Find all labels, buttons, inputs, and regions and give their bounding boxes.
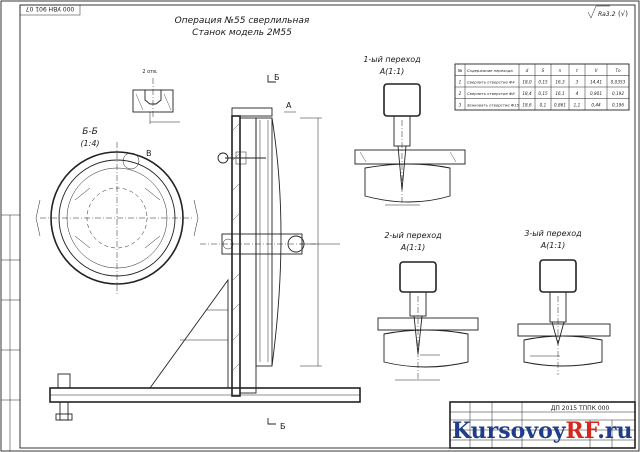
table-cell: 0,15 [538,91,548,96]
watermark-brand-a: Kursovoy [452,418,567,444]
table-cell: 18,6 [522,103,532,108]
table-cell: 1,1 [574,103,581,108]
table-cell: 14,41 [590,80,602,85]
table-cell: Зенковать отверстие Ф15 [467,103,520,108]
operation-title: Операция №55 сверлильная Станок модель 2… [175,16,310,38]
table-header-cell: t [576,68,578,73]
table-cell: 4 [576,91,579,96]
hole-detail: 2 отв. [132,69,180,124]
section-title: Б-Б [82,127,98,137]
table-cell: Сверлить отверстие Ф4 [467,80,515,85]
table-cell: 1 [459,80,462,85]
roughness-symbol: Ra3.2 (√) [587,5,628,19]
detail-label: 2 отв. [142,69,158,75]
transition-3-title: 3-ый переход [524,229,582,238]
transition-3-scale: A(1:1) [540,241,566,250]
table-cell: Сверлить отверстие Ф8 [467,91,515,96]
transition-2-scale: A(1:1) [400,243,426,252]
section-bb: Б-Б (1:4) В [35,127,199,294]
table-header-cell: d [526,68,529,73]
table-cell: 3 [576,80,579,85]
mark-b-bottom: Б [280,422,286,431]
title-line2: Станок модель 2М55 [192,28,292,38]
table-header-cell: Содержание перехода [467,68,513,73]
table-cell: 0,15 [538,80,548,85]
watermark-brand-c: .ru [597,418,632,444]
title-block: ДП 2015 ТППК 000 [449,401,636,449]
mark-a: А [286,101,292,110]
svg-text:KursovoyRF.ru: KursovoyRF.ru [452,418,632,444]
doc-code: ДП 2015 ТППК 000 [551,405,610,412]
stamp-box: 000 УВН 901 07 [19,4,81,16]
table-cell: 0,0353 [611,80,626,85]
table-header-cell: № [457,68,463,73]
table-header-cell: S [542,68,545,73]
transition-2-title: 2-ый переход [384,231,442,240]
stamp-code: 000 УВН 901 07 [26,5,75,12]
table-cell: 0,861 [554,103,566,108]
table-cell: 0,44 [591,103,601,108]
table-cell: 0,192 [612,91,624,96]
transition-1-scale: A(1:1) [379,67,405,76]
table-cell: 18,0 [522,80,532,85]
table-header-cell: n [559,68,562,73]
watermark-brand-b: RF [566,418,600,444]
roughness-value: Ra3.2 [598,11,616,18]
table-cell: 3 [459,103,462,108]
fixture: Б Б А [49,73,361,431]
transition-1-title: 1-ый переход [363,55,421,64]
table-cell: 0,1 [540,103,547,108]
section-mark-v: В [146,149,152,158]
table-cell: 2 [459,91,462,96]
table-header-cell: Tо [615,68,621,73]
table-cell: 16,3 [555,80,565,85]
svg-text:(√): (√) [618,10,628,18]
table-cell: 0,196 [612,103,624,108]
transition-1: 1-ый переход A(1:1) [354,55,466,206]
transition-3: 3-ый переход A(1:1) [517,229,611,375]
transition-2: 2-ый переход A(1:1) [377,231,479,381]
watermark: KursovoyRF.ru [452,418,632,444]
table-cell: 0,801 [590,91,602,96]
table-cell: 18,4 [522,91,532,96]
section-scale: (1:4) [80,139,99,148]
mark-b-top: Б [274,73,280,82]
title-line1: Операция №55 сверлильная [175,16,310,26]
table-cell: 16,1 [555,91,565,96]
table-header-cell: V [595,68,599,73]
